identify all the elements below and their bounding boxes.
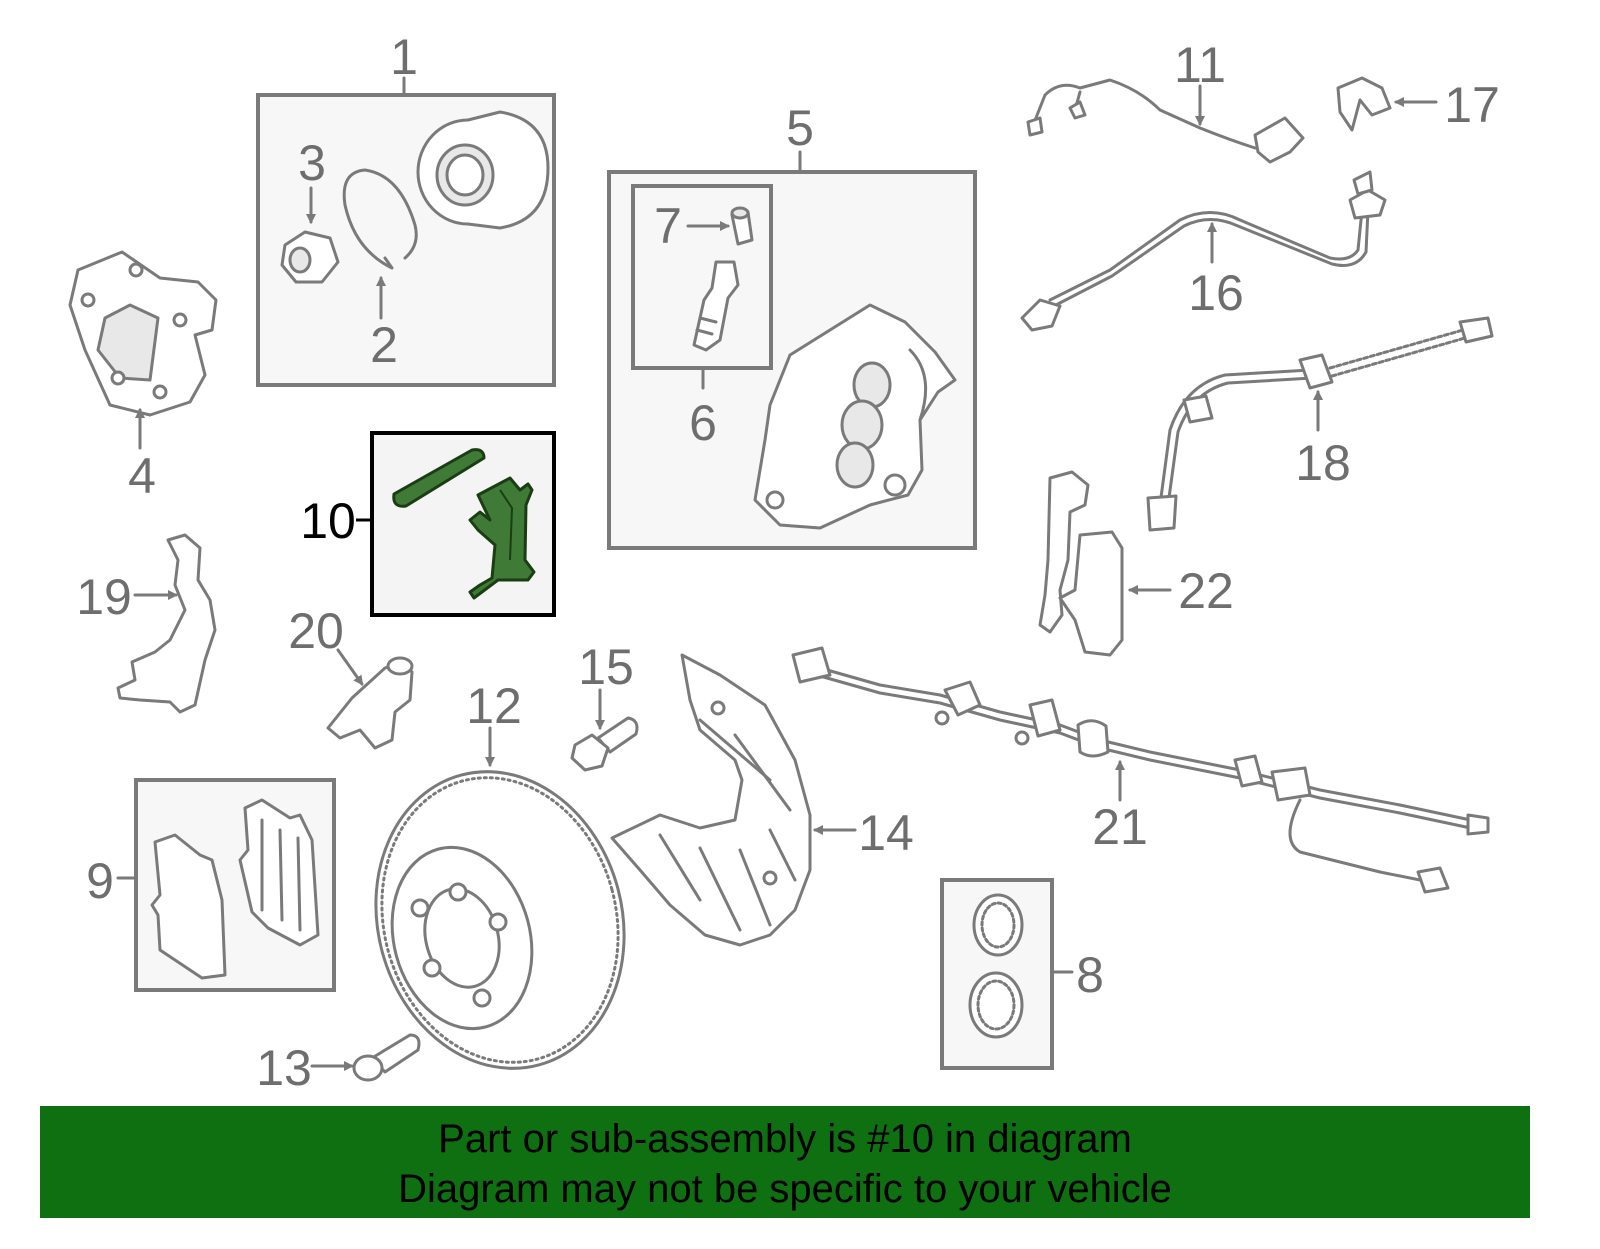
- label-4: 4: [128, 448, 156, 504]
- mounting-bracket-part[interactable]: [116, 533, 217, 714]
- label-15: 15: [578, 639, 634, 695]
- label-17: 17: [1444, 77, 1500, 133]
- label-3: 3: [298, 135, 326, 191]
- banner-line-2: Diagram may not be specific to your vehi…: [398, 1167, 1172, 1211]
- label-10: 10: [300, 493, 356, 549]
- banner-line-1: Part or sub-assembly is #10 in diagram: [438, 1117, 1132, 1161]
- label-19: 19: [76, 569, 132, 625]
- guide-pin-highlighted: [392, 448, 486, 508]
- brake-caliper-part: [753, 303, 957, 530]
- caliper-assembly-group[interactable]: [607, 150, 977, 550]
- splash-shield-part[interactable]: [610, 653, 857, 947]
- bleeder-cap-part: [730, 206, 754, 246]
- seal-kit-group[interactable]: [940, 878, 1074, 1070]
- callout-labels: 1 2 3 4 5 6 7 8 9 10 11 12 13 14 15 16 1…: [76, 29, 1500, 1096]
- pad-hardware-kit-group[interactable]: [356, 431, 556, 617]
- retaining-clip-part[interactable]: [1336, 76, 1438, 132]
- hub-bearing-assembly-group[interactable]: [256, 76, 556, 387]
- label-13: 13: [256, 1040, 312, 1096]
- abs-sensor-wire-part[interactable]: [791, 646, 1490, 894]
- label-7: 7: [654, 198, 682, 254]
- label-2: 2: [370, 317, 398, 373]
- wheel-bearing-part: [416, 110, 550, 230]
- label-12: 12: [466, 678, 522, 734]
- wear-sensor-wire-part[interactable]: [1026, 78, 1305, 164]
- label-1: 1: [390, 29, 418, 85]
- hose-bracket-part[interactable]: [1038, 470, 1172, 657]
- label-9: 9: [86, 853, 114, 909]
- label-6: 6: [689, 395, 717, 451]
- label-14: 14: [858, 805, 914, 861]
- rotor-screw-part[interactable]: [310, 1033, 421, 1082]
- brake-hose-part[interactable]: [1146, 316, 1494, 532]
- label-5: 5: [786, 100, 814, 156]
- caliper-bolt-part[interactable]: [570, 688, 639, 772]
- label-11: 11: [1174, 37, 1226, 93]
- snap-ring-part: [342, 168, 418, 270]
- anti-rattle-clip-highlighted: [468, 476, 536, 600]
- brake-pad-set-group[interactable]: [116, 778, 336, 992]
- hub-nut-part: [280, 230, 340, 284]
- label-20: 20: [288, 603, 344, 659]
- brake-pad-right-part: [238, 798, 320, 947]
- label-18: 18: [1295, 435, 1351, 491]
- label-22: 22: [1178, 563, 1234, 619]
- brake-line-part[interactable]: [1020, 170, 1387, 332]
- label-16: 16: [1188, 265, 1244, 321]
- info-banner: Part or sub-assembly is #10 in diagram D…: [40, 1106, 1530, 1218]
- pad-wear-sensor-part[interactable]: [326, 648, 414, 750]
- bleeder-screw-part: [692, 260, 740, 352]
- label-8: 8: [1076, 947, 1104, 1003]
- steering-knuckle-part[interactable]: [68, 250, 218, 450]
- brake-rotor-part[interactable]: [343, 726, 656, 1096]
- brake-pad-left-part: [150, 833, 227, 980]
- label-21: 21: [1092, 799, 1148, 855]
